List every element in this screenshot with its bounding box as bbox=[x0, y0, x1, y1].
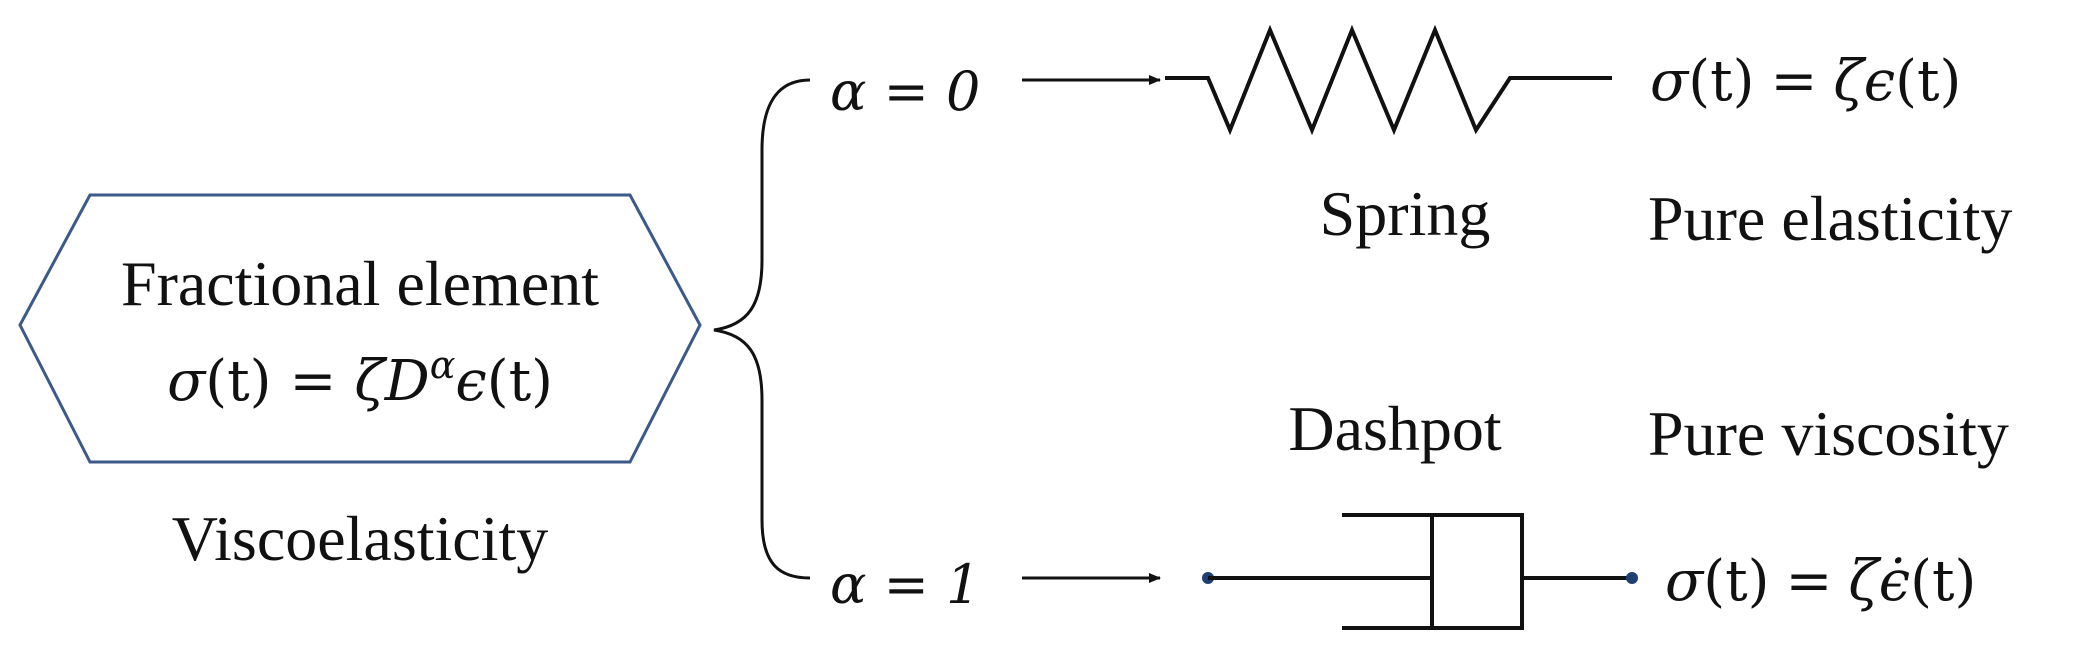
spring-equation: σ(t)=ζϵ(t) bbox=[1650, 49, 1961, 114]
dashpot-label: Dashpot bbox=[1288, 393, 1502, 464]
dashpot-eq-lhs-arg: (t) bbox=[1703, 549, 1769, 614]
dashpot-eq-zeta: ζ bbox=[1848, 549, 1882, 614]
fractional-element-hexagon bbox=[18, 193, 702, 464]
hex-eq-alpha-sup: α bbox=[430, 343, 456, 387]
spring-symbol bbox=[1165, 24, 1612, 136]
hexagon-title: Fractional element bbox=[121, 248, 599, 319]
hex-eq-d: D bbox=[384, 349, 430, 414]
spring-eq-equals: = bbox=[1770, 49, 1817, 114]
dashpot-right-terminal bbox=[1626, 572, 1638, 584]
hex-eq-rhs-arg: (t) bbox=[487, 349, 553, 414]
dashpot-eq-equals: = bbox=[1785, 549, 1832, 614]
spring-eq-zeta: ζ bbox=[1833, 49, 1867, 114]
spring-eq-lhs-arg: (t) bbox=[1688, 49, 1754, 114]
dashpot-equation: σ(t)=ζϵ̇(t) bbox=[1665, 549, 1976, 614]
spring-label: Spring bbox=[1320, 178, 1491, 249]
alpha-one-label: α = 1 bbox=[830, 553, 980, 616]
dashpot-symbol bbox=[1202, 513, 1638, 630]
spring-eq-sigma: σ bbox=[1650, 49, 1690, 114]
hex-eq-epsilon: ϵ bbox=[455, 349, 486, 414]
hex-eq-lhs-arg: (t) bbox=[205, 349, 271, 414]
dashpot-eq-epsilon-dot: ϵ̇ bbox=[1879, 549, 1910, 614]
pure-viscosity-label: Pure viscosity bbox=[1648, 398, 2009, 469]
dashpot-piston bbox=[1430, 513, 1524, 630]
spring-eq-epsilon: ϵ bbox=[1864, 49, 1895, 114]
hex-eq-sigma: σ bbox=[167, 349, 207, 414]
hexagon-equation: σ(t)=ζDαϵ(t) bbox=[167, 343, 553, 414]
spring-eq-rhs-arg: (t) bbox=[1895, 49, 1961, 114]
hex-eq-equals: = bbox=[290, 349, 337, 414]
alpha-zero-label: α = 0 bbox=[830, 60, 980, 123]
dashpot-eq-sigma: σ bbox=[1665, 549, 1705, 614]
branch-brace bbox=[713, 78, 811, 580]
dashpot-eq-rhs-arg: (t) bbox=[1910, 549, 1976, 614]
hex-eq-zeta: ζ bbox=[354, 349, 388, 414]
pure-elasticity-label: Pure elasticity bbox=[1648, 183, 2012, 254]
viscoelasticity-caption: Viscoelasticity bbox=[172, 503, 549, 574]
